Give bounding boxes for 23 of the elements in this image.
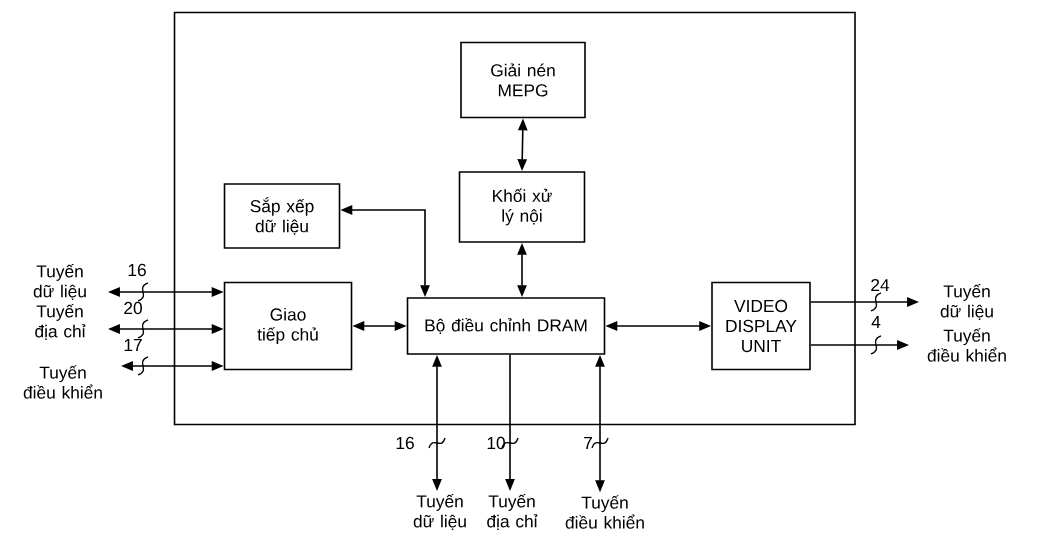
edge-label: 20: [124, 301, 142, 315]
bus-label: Tuyến dữ liệu: [940, 284, 993, 320]
bus-label: Tuyến điều khiển: [927, 328, 1006, 362]
edge-label: 16: [128, 263, 146, 277]
edge-label: 24: [871, 278, 890, 292]
bus-label: Tuyến địa chỉ: [487, 494, 538, 530]
process-box: Khối xử lý nội: [458, 171, 586, 243]
chip-outline: [173, 11, 856, 426]
bus-label: Tuyến điều khiển: [565, 495, 644, 529]
bus-label: Tuyến địa chỉ: [35, 304, 86, 340]
process-box: Bộ điều chỉnh DRAM: [406, 297, 606, 355]
process-box: Giải nén MEPG: [460, 41, 586, 119]
edge-label: 17: [124, 339, 142, 351]
edge-label: 7: [584, 437, 592, 449]
bus-label: Tuyến dữ liệu: [33, 264, 86, 300]
process-box: Sắp xếp dữ liệu: [223, 183, 341, 249]
bus-label: Tuyến điều khiển: [23, 365, 102, 399]
bus-label: Tuyến dữ liệu: [413, 494, 466, 530]
edge-label: 4: [871, 316, 881, 328]
edge-label: 10: [487, 436, 505, 450]
edge-label: 16: [396, 436, 414, 450]
process-box: VIDEO DISPLAY UNIT: [711, 281, 811, 371]
process-box: Giao tiếp chủ: [223, 281, 353, 371]
